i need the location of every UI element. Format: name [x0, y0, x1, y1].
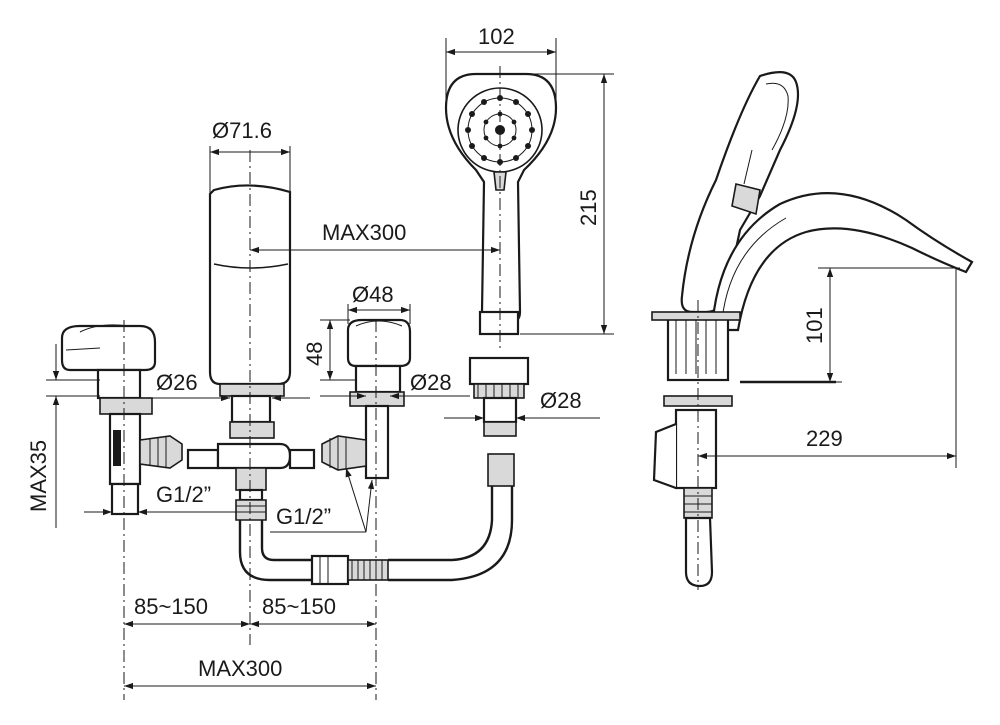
- label-valve-nut: Ø28: [410, 370, 452, 395]
- shower-head: [444, 66, 558, 350]
- label-spacing-right: 85~150: [262, 594, 336, 619]
- label-spout-projection: 229: [806, 426, 843, 451]
- label-spacing-left: 85~150: [134, 594, 208, 619]
- center-spout: [186, 150, 316, 645]
- dimension-shower-length: [520, 73, 614, 335]
- dimension-valve-height: [320, 319, 356, 381]
- label-deck-thickness: MAX35: [26, 440, 51, 512]
- label-reach: MAX300: [322, 220, 406, 245]
- label-valve-diameter: Ø48: [352, 282, 394, 307]
- label-overall-spacing: MAX300: [198, 656, 282, 681]
- dimension-spout-projection: [698, 268, 957, 468]
- side-elevation: [651, 71, 974, 590]
- label-shower-width: 102: [478, 24, 515, 49]
- shower-hose: [238, 453, 515, 586]
- left-valve: [60, 320, 183, 700]
- label-thread-right: G1/2”: [276, 504, 331, 529]
- label-spout-diameter: Ø71.6: [212, 118, 272, 143]
- label-shower-length: 215: [576, 189, 601, 226]
- dimension-valve-diameter: [347, 304, 411, 324]
- dimension-spout-height: [818, 267, 960, 383]
- label-thread-left: G1/2”: [156, 482, 211, 507]
- label-valve-height: 48: [302, 342, 327, 366]
- dimension-spout-diameter: [209, 146, 291, 194]
- label-left-nut: Ø26: [156, 370, 198, 395]
- shower-holder: [468, 356, 530, 437]
- dimension-thread-right: [270, 467, 375, 533]
- dimension-deck-thickness: [46, 344, 100, 528]
- dimension-shower-width: [445, 38, 557, 100]
- right-valve: [321, 318, 412, 700]
- label-shower-nut: Ø28: [540, 388, 582, 413]
- label-spout-height: 101: [802, 307, 827, 344]
